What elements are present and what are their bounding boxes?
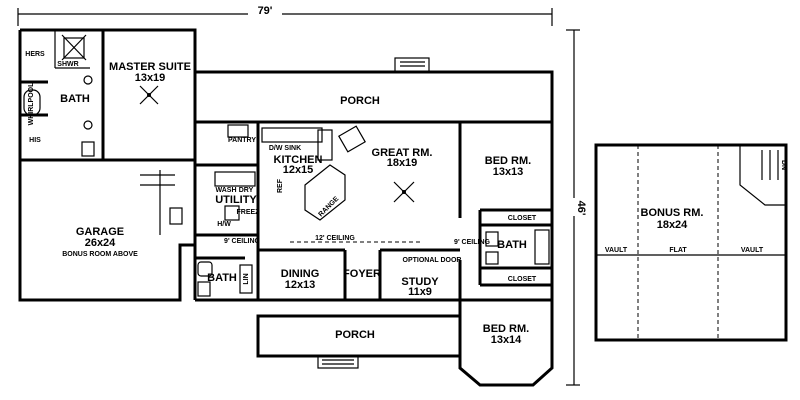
bonus-vault-right: VAULT bbox=[741, 247, 764, 254]
great-room-fan-icon bbox=[393, 181, 415, 203]
garage-size: 26x24 bbox=[85, 237, 116, 249]
utility-fixtures bbox=[214, 171, 256, 221]
bonus-room-name: BONUS RM. bbox=[641, 207, 704, 219]
study-size: 11x9 bbox=[408, 286, 432, 298]
garage-name: GARAGE bbox=[76, 226, 124, 238]
utility-freez: FREEZ bbox=[237, 209, 261, 216]
whirlpool-label: WHIRLPOOL bbox=[28, 82, 35, 125]
kitchen-name: KITCHEN bbox=[274, 154, 323, 166]
dining-name: DINING bbox=[281, 268, 320, 280]
ref-label: REF bbox=[277, 178, 284, 193]
his-closet-label: HIS bbox=[29, 137, 41, 144]
pantry-label: PANTRY bbox=[228, 137, 256, 144]
optional-door-label: OPTIONAL DOOR bbox=[403, 257, 462, 264]
front-porch-label: PORCH bbox=[335, 329, 375, 341]
kitchen-size: 12x15 bbox=[283, 164, 314, 176]
dining-size: 12x13 bbox=[285, 279, 316, 291]
ceiling-fan-icon bbox=[139, 85, 159, 105]
utility-dry: DRY bbox=[239, 187, 254, 194]
utility-wash: WASH bbox=[216, 187, 237, 194]
rear-porch-label: PORCH bbox=[340, 95, 380, 107]
closet-2-label: CLOSET bbox=[508, 276, 537, 283]
hall-bath-label: BATH bbox=[207, 272, 237, 284]
stair-down-label: DN bbox=[780, 160, 787, 170]
master-suite-name: MASTER SUITE bbox=[109, 61, 191, 73]
master-suite-size: 13x19 bbox=[135, 72, 166, 84]
dw-sink-label: D/W SINK bbox=[269, 145, 301, 152]
width-dimension: 79' bbox=[17, 3, 553, 26]
bedroom-1-size: 13x13 bbox=[493, 166, 524, 178]
front-porch bbox=[256, 314, 462, 369]
bonus-flat: FLAT bbox=[669, 247, 687, 254]
shower-label: SHWR bbox=[57, 61, 78, 68]
linen-label: LIN bbox=[243, 273, 250, 284]
utility-name: UTILITY bbox=[215, 194, 257, 206]
study-name: STUDY bbox=[401, 276, 439, 288]
width-label: 79' bbox=[258, 5, 273, 17]
foyer-label: FOYER bbox=[343, 268, 381, 280]
garage-note: BONUS ROOM ABOVE bbox=[62, 251, 138, 258]
utility-hw: H/W bbox=[217, 221, 231, 228]
great-room-name: GREAT RM. bbox=[372, 147, 433, 159]
master-suite-walls bbox=[18, 28, 197, 162]
rear-porch bbox=[193, 57, 554, 124]
bonus-vault-left: VAULT bbox=[605, 247, 628, 254]
ceiling-9b-label: 9' CEILING bbox=[454, 239, 490, 246]
bonus-room-walls bbox=[594, 143, 788, 342]
hers-closet-label: HERS bbox=[25, 51, 45, 58]
hall-bath-fixtures bbox=[195, 256, 253, 297]
bedroom-2-size: 13x14 bbox=[491, 334, 522, 346]
closet-1-label: CLOSET bbox=[508, 215, 537, 222]
ceiling-9-label: 9' CEILING bbox=[224, 238, 260, 245]
bedroom-wing-walls bbox=[458, 120, 554, 300]
bed-bath-label: BATH bbox=[497, 239, 527, 251]
kitchen-fixtures bbox=[227, 124, 366, 221]
great-room-size: 18x19 bbox=[387, 157, 418, 169]
depth-label: 46' bbox=[575, 201, 587, 216]
master-bath-label: BATH bbox=[60, 93, 90, 105]
bedroom-2-name: BED RM. bbox=[483, 323, 529, 335]
ceiling-12-label: 12' CEILING bbox=[315, 235, 355, 242]
main-house-walls bbox=[193, 120, 460, 302]
bonus-room-size: 18x24 bbox=[657, 219, 688, 231]
bedroom-1-name: BED RM. bbox=[485, 155, 531, 167]
depth-dimension: 46' bbox=[562, 29, 587, 386]
